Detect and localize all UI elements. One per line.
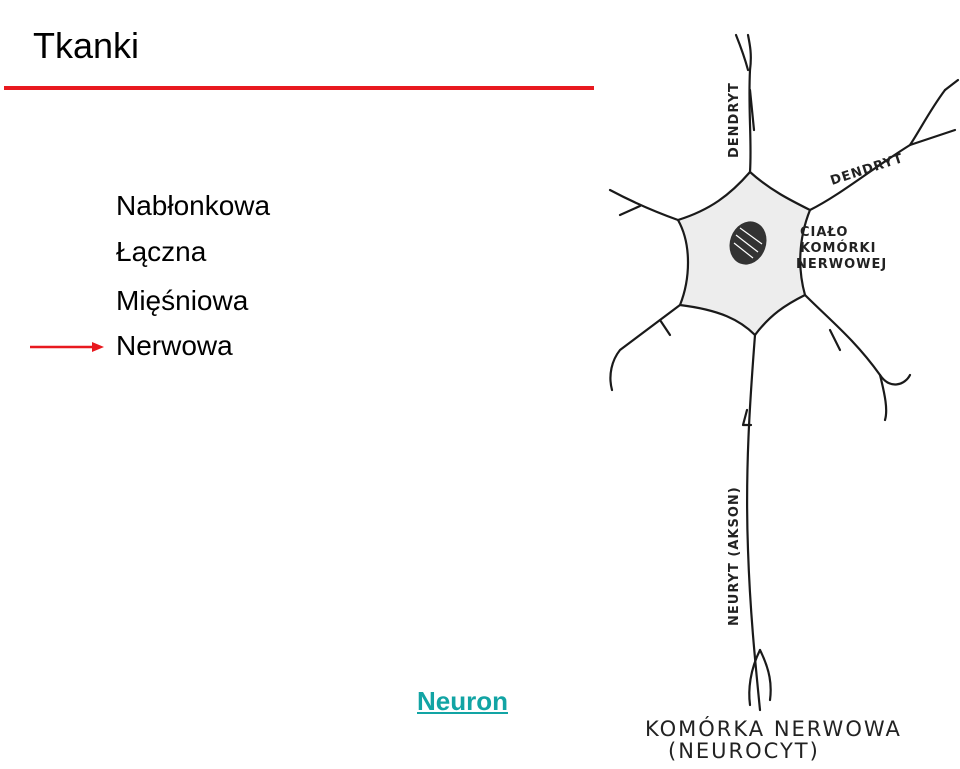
caption-line2: (NEUROCYT) — [668, 739, 820, 763]
label-body-line3: NERWOWEJ — [796, 257, 887, 272]
selection-arrow-icon — [30, 342, 104, 352]
neuron-link[interactable]: Neuron — [417, 686, 508, 716]
slide-title: Tkanki — [33, 25, 140, 66]
label-dendryt-right: DENDRYT — [829, 151, 906, 189]
label-body-line1: CIAŁO — [800, 225, 848, 240]
list-item-miesniowa: Mięśniowa — [116, 285, 249, 316]
neuron-drawing: DENDRYT DENDRYT CIAŁO KOMÓRKI NERWOWEJ N… — [608, 33, 960, 763]
label-dendryt-top: DENDRYT — [727, 82, 742, 158]
list-item-laczna: Łączna — [116, 236, 207, 267]
title-underline — [4, 86, 594, 90]
label-body-line2: KOMÓRKI — [800, 240, 876, 256]
caption-line1: KOMÓRKA NERWOWA — [645, 716, 902, 741]
list-item-nerwowa: Nerwowa — [116, 330, 233, 361]
label-axon: NEURYT (AKSON) — [727, 486, 742, 626]
list-item-nablonkowa: Nabłonkowa — [116, 190, 271, 221]
